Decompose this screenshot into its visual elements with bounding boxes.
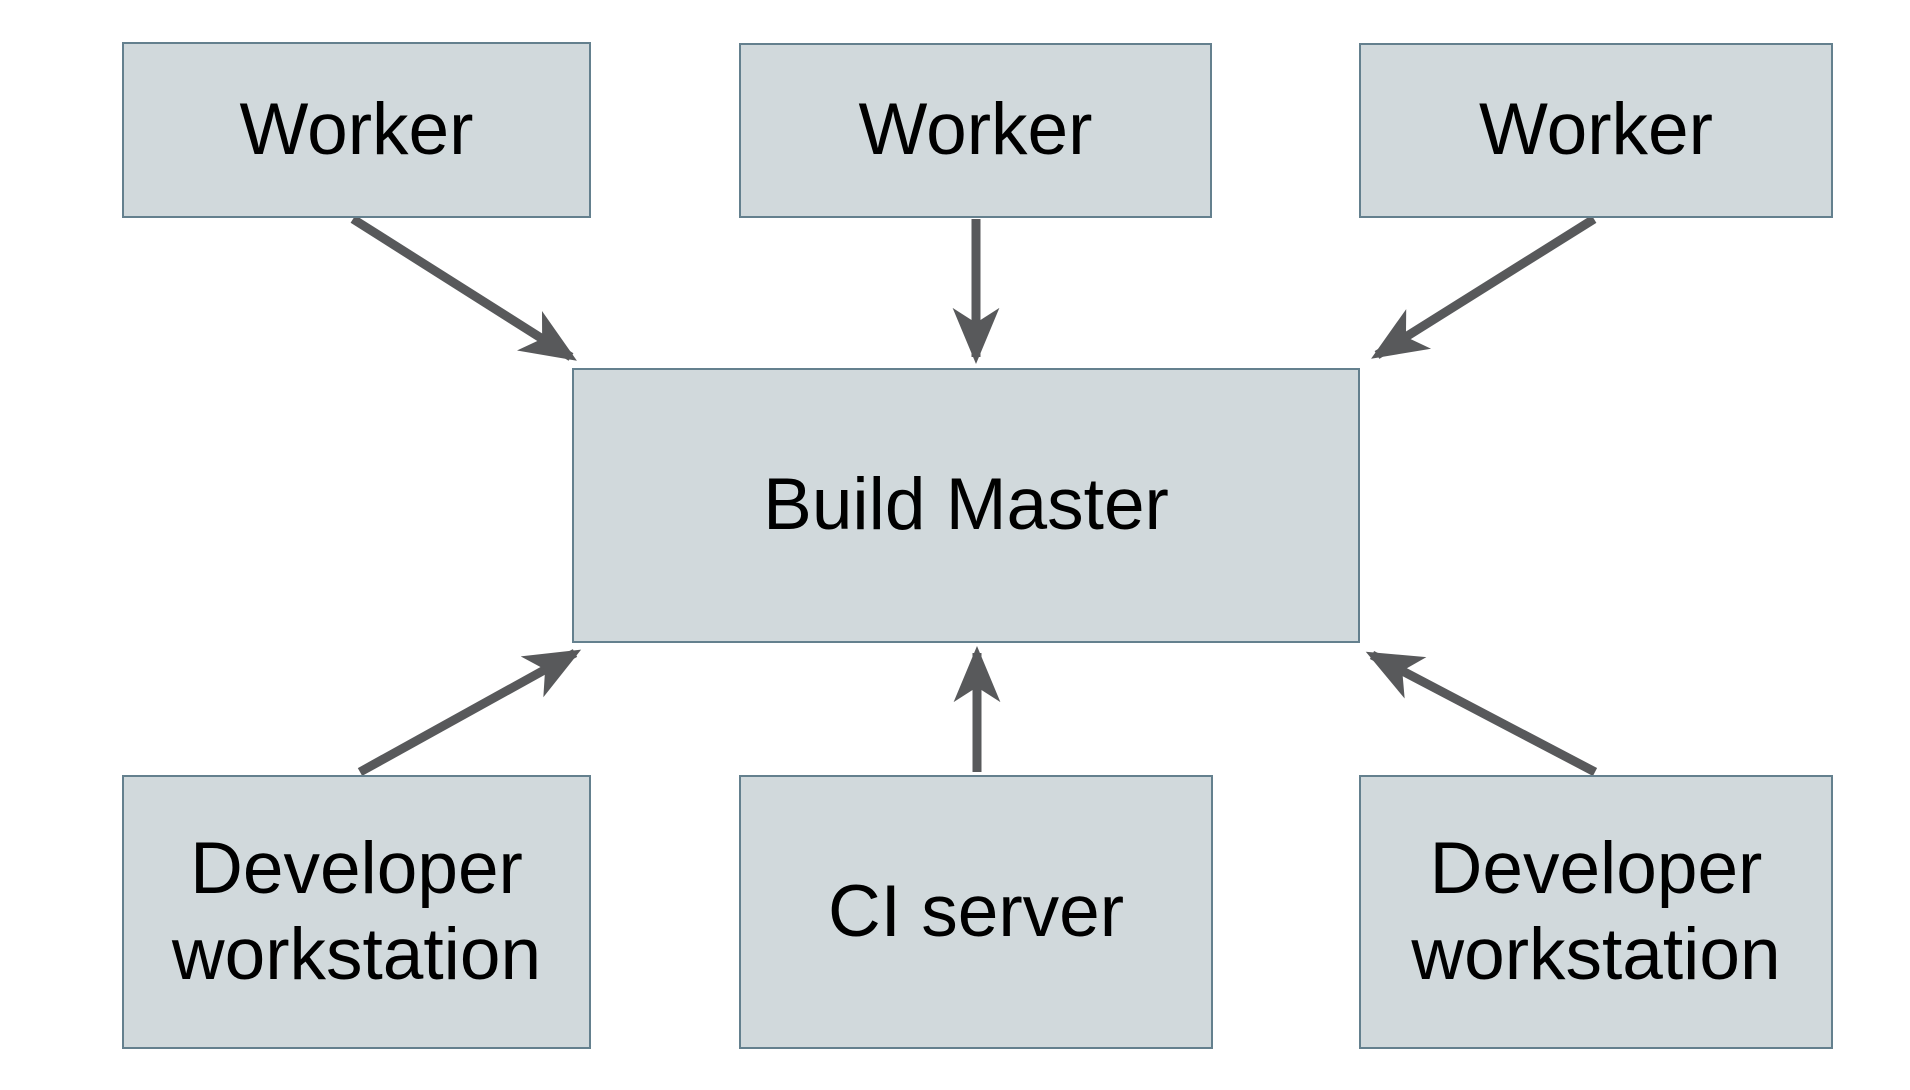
node-worker-3: Worker [1359, 43, 1833, 218]
node-developer-workstation-1-label: Developer workstation [171, 827, 542, 995]
node-build-master: Build Master [572, 368, 1360, 643]
node-worker-3-label: Worker [1479, 89, 1713, 171]
node-developer-workstation-2: Developer workstation [1359, 775, 1833, 1049]
node-worker-1: Worker [122, 42, 591, 218]
arrow-worker-1-to-build-master [350, 215, 577, 361]
node-worker-2: Worker [739, 43, 1212, 218]
arrow-developer-workstation-2-to-build-master [1365, 651, 1598, 776]
node-ci-server: CI server [739, 775, 1213, 1049]
node-developer-workstation-2-label: Developer workstation [1411, 827, 1781, 995]
node-build-master-label: Build Master [763, 464, 1169, 546]
node-worker-1-label: Worker [239, 88, 474, 170]
node-worker-2-label: Worker [858, 89, 1093, 171]
node-ci-server-label: CI server [827, 870, 1125, 952]
arrow-developer-workstation-1-to-build-master [357, 649, 582, 776]
arrow-worker-3-to-build-master [1371, 215, 1597, 359]
node-developer-workstation-1: Developer workstation [122, 775, 591, 1049]
